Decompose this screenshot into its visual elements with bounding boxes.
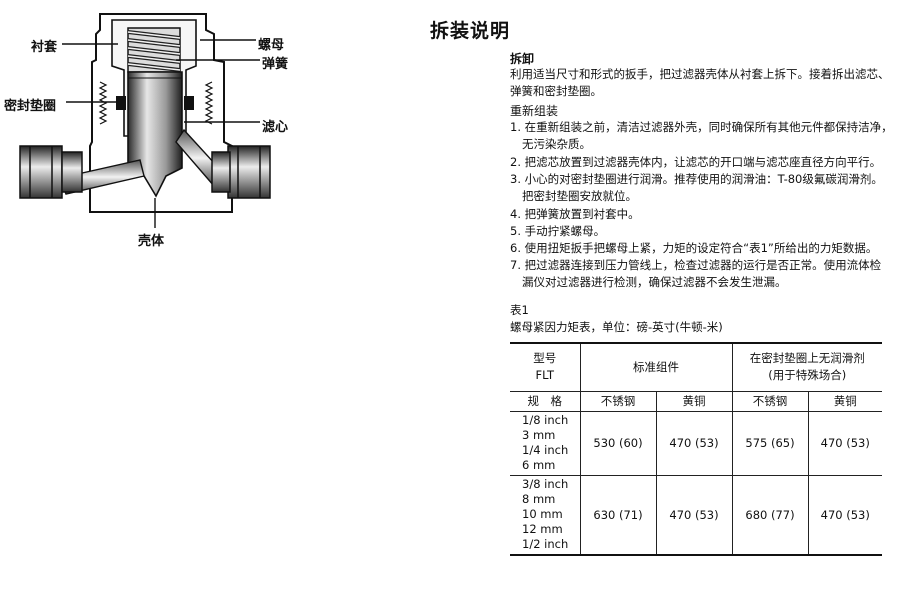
value-cell: 630 (71) [580, 475, 657, 556]
value-cell: 575 (65) [732, 411, 809, 476]
step-text: 1. 在重新组装之前，清洁过滤器外壳，同时确保所有其他元件都保持洁净， [510, 120, 893, 134]
step-text: 6. 使用扭矩扳手把螺母上紧，力矩的设定符合“表1”所给出的力矩数据。 [510, 241, 878, 255]
filter-cross-section-diagram: 衬套 螺母 弹簧 密封垫圈 滤心 壳体 [0, 0, 420, 300]
reassembly-step-5: 5. 手动拧紧螺母。 [510, 223, 605, 240]
instructions: 拆装说明 [430, 18, 895, 44]
callout-spring: 弹簧 [262, 57, 289, 72]
torque-table: 型号 FLT 标准组件 在密封垫圈上无润滑剂 (用于特殊场合) 规 格 不锈钢 … [510, 342, 882, 556]
step-text: 3. 小心的对密封垫圈进行润滑。推荐使用的润滑油：T-80级氟碳润滑剂。 [510, 172, 883, 186]
reassembly-step-1: 1. 在重新组装之前，清洁过滤器外壳，同时确保所有其他元件都保持洁净， 无污染杂… [510, 119, 893, 153]
reassembly-step-7: 7. 把过滤器连接到压力管线上，检查过滤器的运行是否正常。使用流体检 漏仪对过滤… [510, 257, 881, 291]
step-continuation: 把密封垫圈安放就位。 [522, 189, 637, 203]
leader-lines [62, 39, 260, 228]
table-caption: 表1 螺母紧因力矩表，单位：磅-英寸(牛顿-米) [510, 302, 723, 336]
step-text: 2. 把滤芯放置到过滤器壳体内，让滤芯的开口端与滤芯座直径方向平行。 [510, 155, 882, 169]
step-continuation: 无污染杂质。 [522, 137, 591, 151]
table-row: 3/8 inch 8 mm 10 mm 12 mm 1/2 inch 630 (… [510, 475, 882, 556]
table-label: 表1 [510, 303, 529, 317]
callout-body: 壳体 [138, 234, 165, 249]
filter-cross-section-drawing [19, 13, 271, 228]
left-end-fitting [19, 145, 83, 199]
header-brass-unlubricated: 黄铜 [808, 391, 882, 412]
header-stainless-unlubricated: 不锈钢 [732, 391, 809, 412]
reassembly-step-4: 4. 把弹簧放置到衬套中。 [510, 206, 640, 223]
header-brass-standard: 黄铜 [656, 391, 733, 412]
threads [98, 81, 214, 125]
header-standard: 标准组件 [580, 342, 733, 392]
seal-ring-right [184, 96, 194, 110]
header-model: 型号 FLT [510, 342, 581, 392]
header-stainless-standard: 不锈钢 [580, 391, 657, 412]
step-continuation: 漏仪对过滤器进行检测，确保过滤器不会发生泄漏。 [522, 275, 787, 289]
header-spec: 规 格 [510, 391, 581, 412]
table-row: 1/8 inch 3 mm 1/4 inch 6 mm 530 (60) 470… [510, 411, 882, 476]
table-title: 螺母紧因力矩表，单位：磅-英寸(牛顿-米) [510, 320, 723, 334]
callout-liner: 衬套 [31, 40, 58, 55]
callout-nut: 螺母 [258, 38, 285, 53]
size-cell: 3/8 inch 8 mm 10 mm 12 mm 1/2 inch [510, 475, 581, 556]
reassembly-heading: 重新组装 [510, 104, 559, 118]
disassembly-text: 利用适当尺寸和形式的扳手，把过滤器壳体从衬套上拆下。接着拆出滤芯、 弹簧和密封垫… [510, 66, 900, 100]
callout-filter: 滤心 [262, 120, 289, 135]
value-cell: 530 (60) [580, 411, 657, 476]
reassembly-step-6: 6. 使用扭矩扳手把螺母上紧，力矩的设定符合“表1”所给出的力矩数据。 [510, 240, 877, 257]
right-end-fitting [211, 145, 271, 199]
value-cell: 470 (53) [808, 411, 882, 476]
step-text: 5. 手动拧紧螺母。 [510, 224, 606, 238]
value-cell: 470 (53) [808, 475, 882, 556]
size-cell: 1/8 inch 3 mm 1/4 inch 6 mm [510, 411, 581, 476]
disassembly-line: 弹簧和密封垫圈。 [510, 84, 602, 98]
spring [127, 27, 181, 73]
reassembly-step-3: 3. 小心的对密封垫圈进行润滑。推荐使用的润滑油：T-80级氟碳润滑剂。 把密封… [510, 171, 883, 205]
callout-seal: 密封垫圈 [4, 99, 57, 114]
step-text: 4. 把弹簧放置到衬套中。 [510, 207, 640, 221]
value-cell: 470 (53) [656, 411, 733, 476]
page-title: 拆装说明 [430, 20, 511, 42]
reassembly-step-2: 2. 把滤芯放置到过滤器壳体内，让滤芯的开口端与滤芯座直径方向平行。 [510, 154, 881, 171]
disassembly-heading: 拆卸 [510, 52, 535, 66]
value-cell: 470 (53) [656, 475, 733, 556]
value-cell: 680 (77) [732, 475, 809, 556]
seal-ring-left [116, 96, 126, 110]
step-text: 7. 把过滤器连接到压力管线上，检查过滤器的运行是否正常。使用流体检 [510, 258, 882, 272]
header-unlubricated: 在密封垫圈上无润滑剂 (用于特殊场合) [732, 342, 882, 392]
disassembly-line: 利用适当尺寸和形式的扳手，把过滤器壳体从衬套上拆下。接着拆出滤芯、 [510, 67, 890, 81]
